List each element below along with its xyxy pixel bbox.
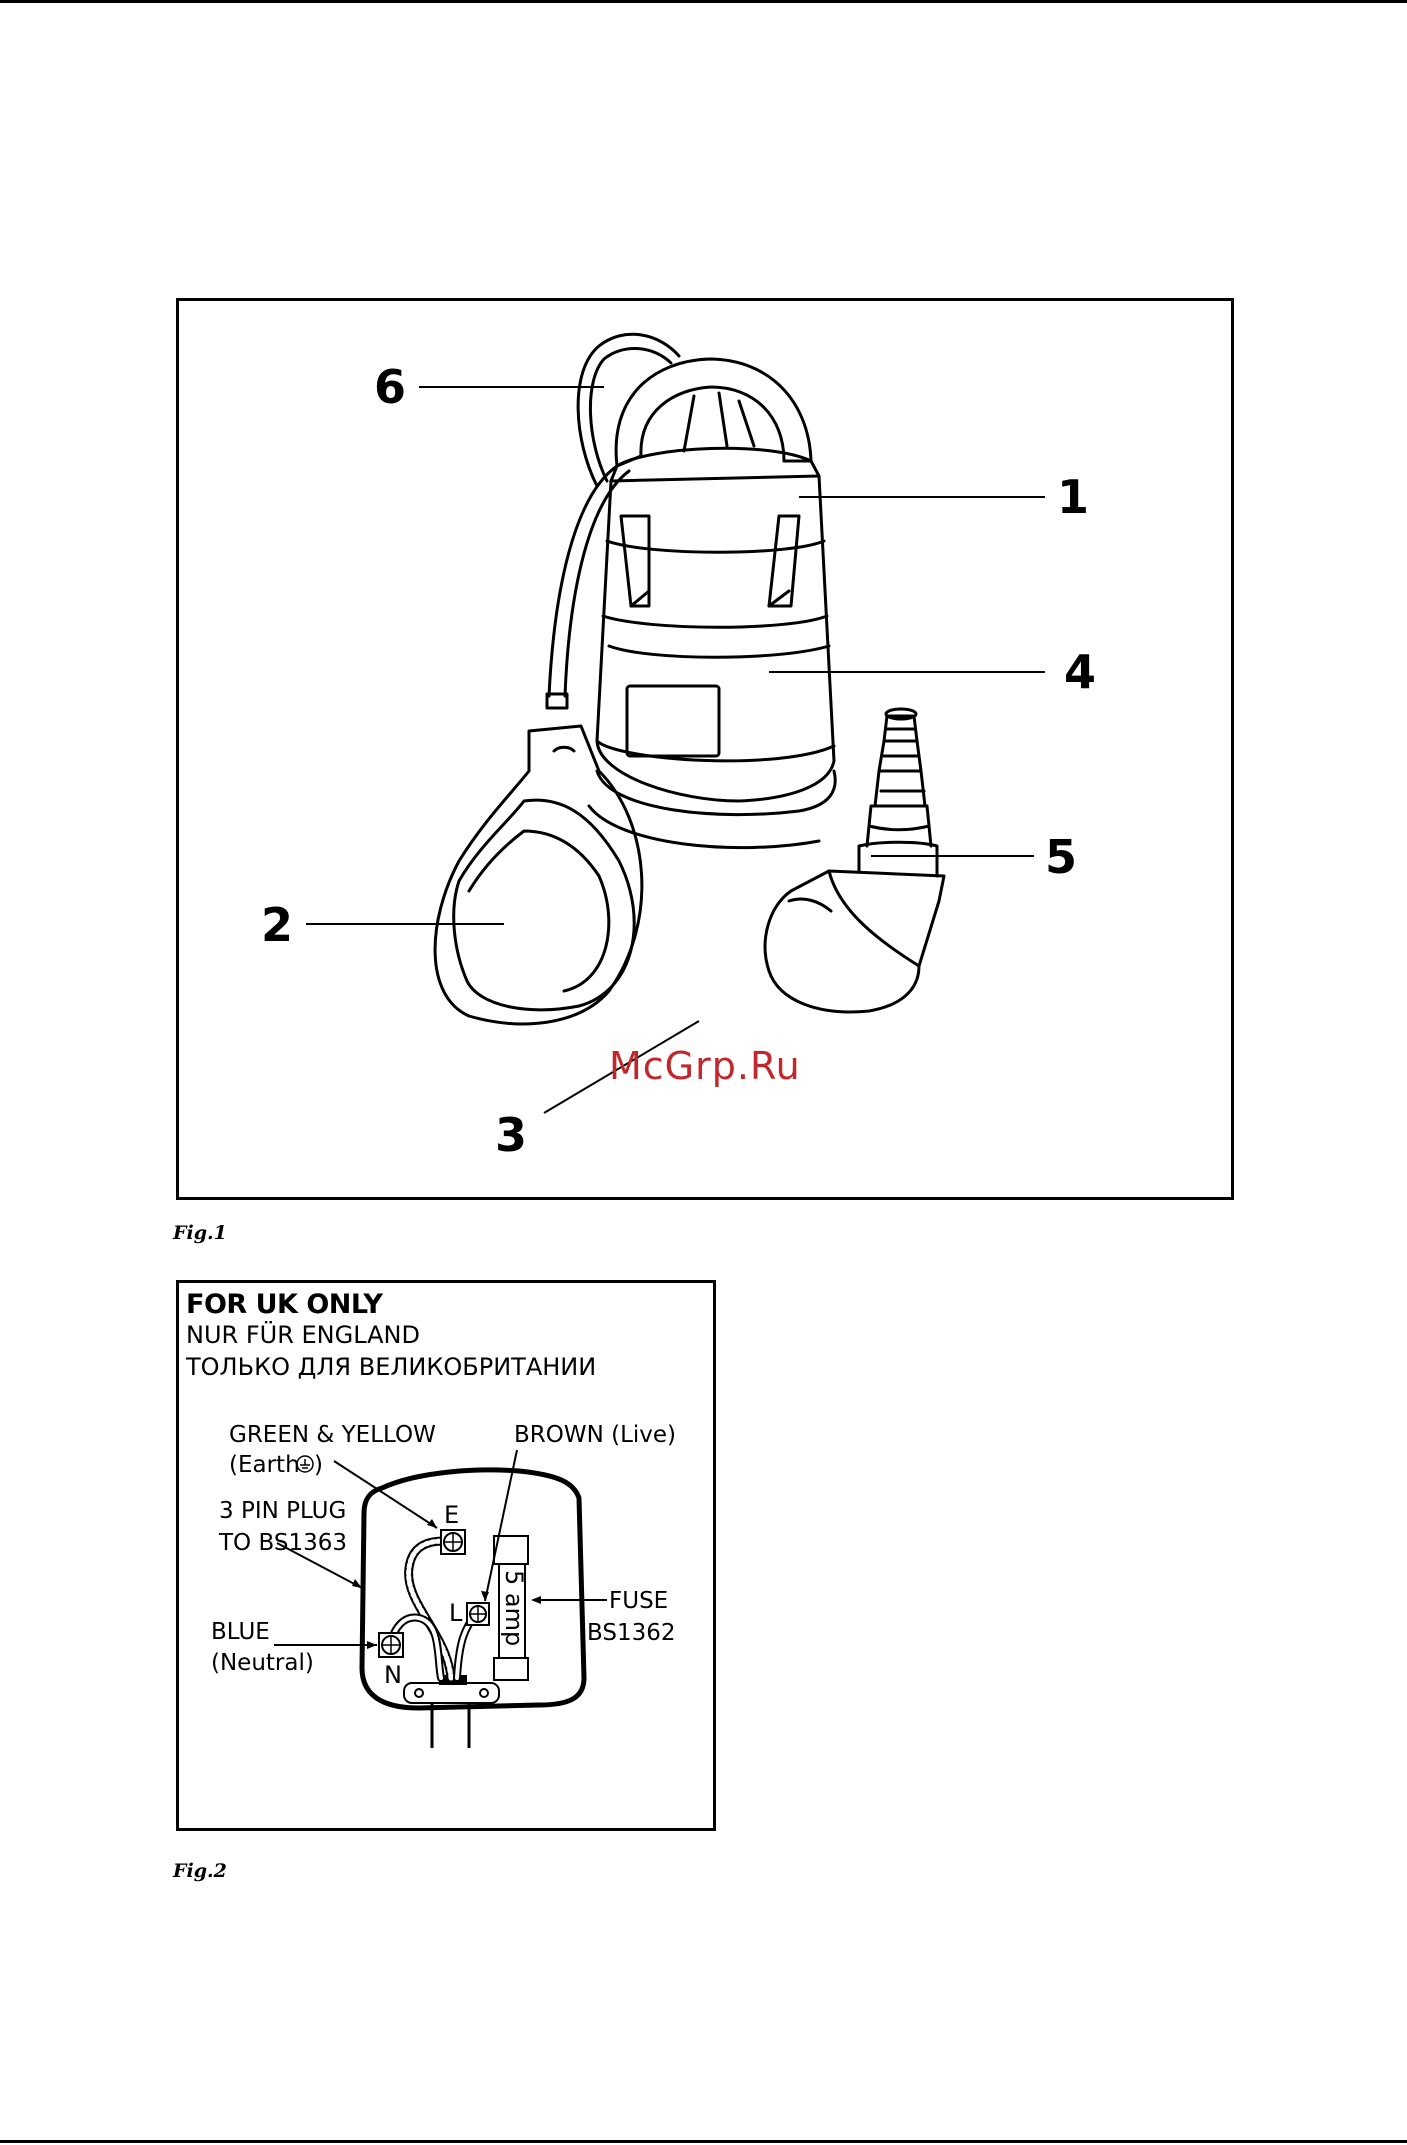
label-plug-line2: TO BS1363 [218, 1530, 347, 1556]
callout-3: 3 [495, 1108, 527, 1162]
figure-1-caption: Fig.1 [173, 1222, 227, 1244]
callout-5: 5 [1045, 830, 1077, 884]
hose-connector [859, 842, 937, 876]
label-neutral: (Neutral) [211, 1650, 314, 1676]
label-earth: (Earth [229, 1452, 300, 1478]
callout-6: 6 [374, 360, 406, 414]
figure-2-plug-wiring: FOR UK ONLY NUR FÜR ENGLAND ТОЛЬКО ДЛЯ В… [176, 1280, 716, 1831]
cord-grip [404, 1683, 499, 1703]
figure-1-pump: 6 1 4 5 2 3 McGrp.Ru [176, 298, 1234, 1200]
bottom-rule [0, 2140, 1407, 2143]
terminal-n-label: N [384, 1661, 402, 1689]
figure-2-caption: Fig.2 [173, 1860, 227, 1882]
label-earth-close: ) [314, 1452, 323, 1478]
leader-earth [334, 1461, 437, 1528]
terminal-e-label: E [444, 1501, 459, 1529]
pump-label-plate [627, 686, 719, 756]
window-right [769, 516, 799, 606]
fuse-cap-bottom [494, 1658, 528, 1680]
callout-4: 4 [1064, 645, 1096, 699]
label-fuse-standard: BS1362 [587, 1620, 676, 1646]
label-blue: BLUE [211, 1619, 270, 1645]
callout-1: 1 [1057, 470, 1089, 524]
window-left [621, 516, 649, 606]
terminal-l-label: L [449, 1599, 463, 1627]
label-fuse: FUSE [609, 1588, 668, 1614]
label-green-yellow: GREEN & YELLOW [229, 1422, 436, 1448]
callout-2: 2 [261, 898, 293, 952]
plug-diagram: E L N 5 amp GREEN & YELLOW (Earth ) [179, 1283, 713, 1828]
label-earth-text: (Earth [229, 1452, 300, 1478]
top-rule [0, 0, 1407, 3]
pump-handle [616, 359, 811, 466]
label-plug-line1: 3 PIN PLUG [219, 1498, 346, 1524]
fuse-rating: 5 amp [500, 1570, 528, 1646]
label-brown-live: BROWN (Live) [514, 1422, 676, 1448]
watermark: McGrp.Ru [609, 1044, 801, 1088]
pump-illustration: 6 1 4 5 2 3 McGrp.Ru [179, 301, 1231, 1197]
fuse-cap-top [494, 1536, 528, 1564]
outlet-elbow [765, 891, 939, 1012]
